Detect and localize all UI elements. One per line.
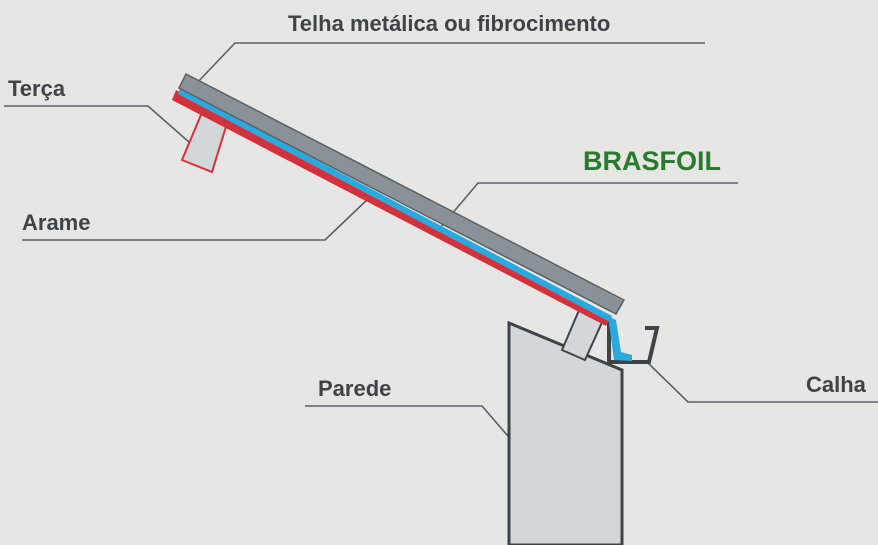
wire-layer-arame [172, 90, 610, 326]
leader-terca [4, 105, 199, 151]
label-parede: Parede [318, 376, 392, 401]
leader-calha [647, 362, 878, 403]
roof-tile-telha [177, 72, 626, 315]
leader-lines [4, 42, 878, 451]
brasfoil-gutter-wrap [608, 316, 632, 361]
label-arame: Arame [22, 210, 91, 235]
label-terca: Terça [8, 76, 66, 101]
gutter-calha [607, 318, 660, 364]
leader-brasfoil [439, 182, 738, 229]
label-telha: Telha metálica ou fibrocimento [288, 11, 611, 36]
label-brasfoil: BRASFOIL [583, 146, 721, 176]
brasfoil-layer [178, 88, 612, 322]
label-calha: Calha [806, 372, 866, 397]
leader-parede [305, 405, 521, 451]
leader-telha [194, 42, 705, 86]
leader-arame [22, 196, 371, 241]
wall-parede [507, 320, 624, 545]
